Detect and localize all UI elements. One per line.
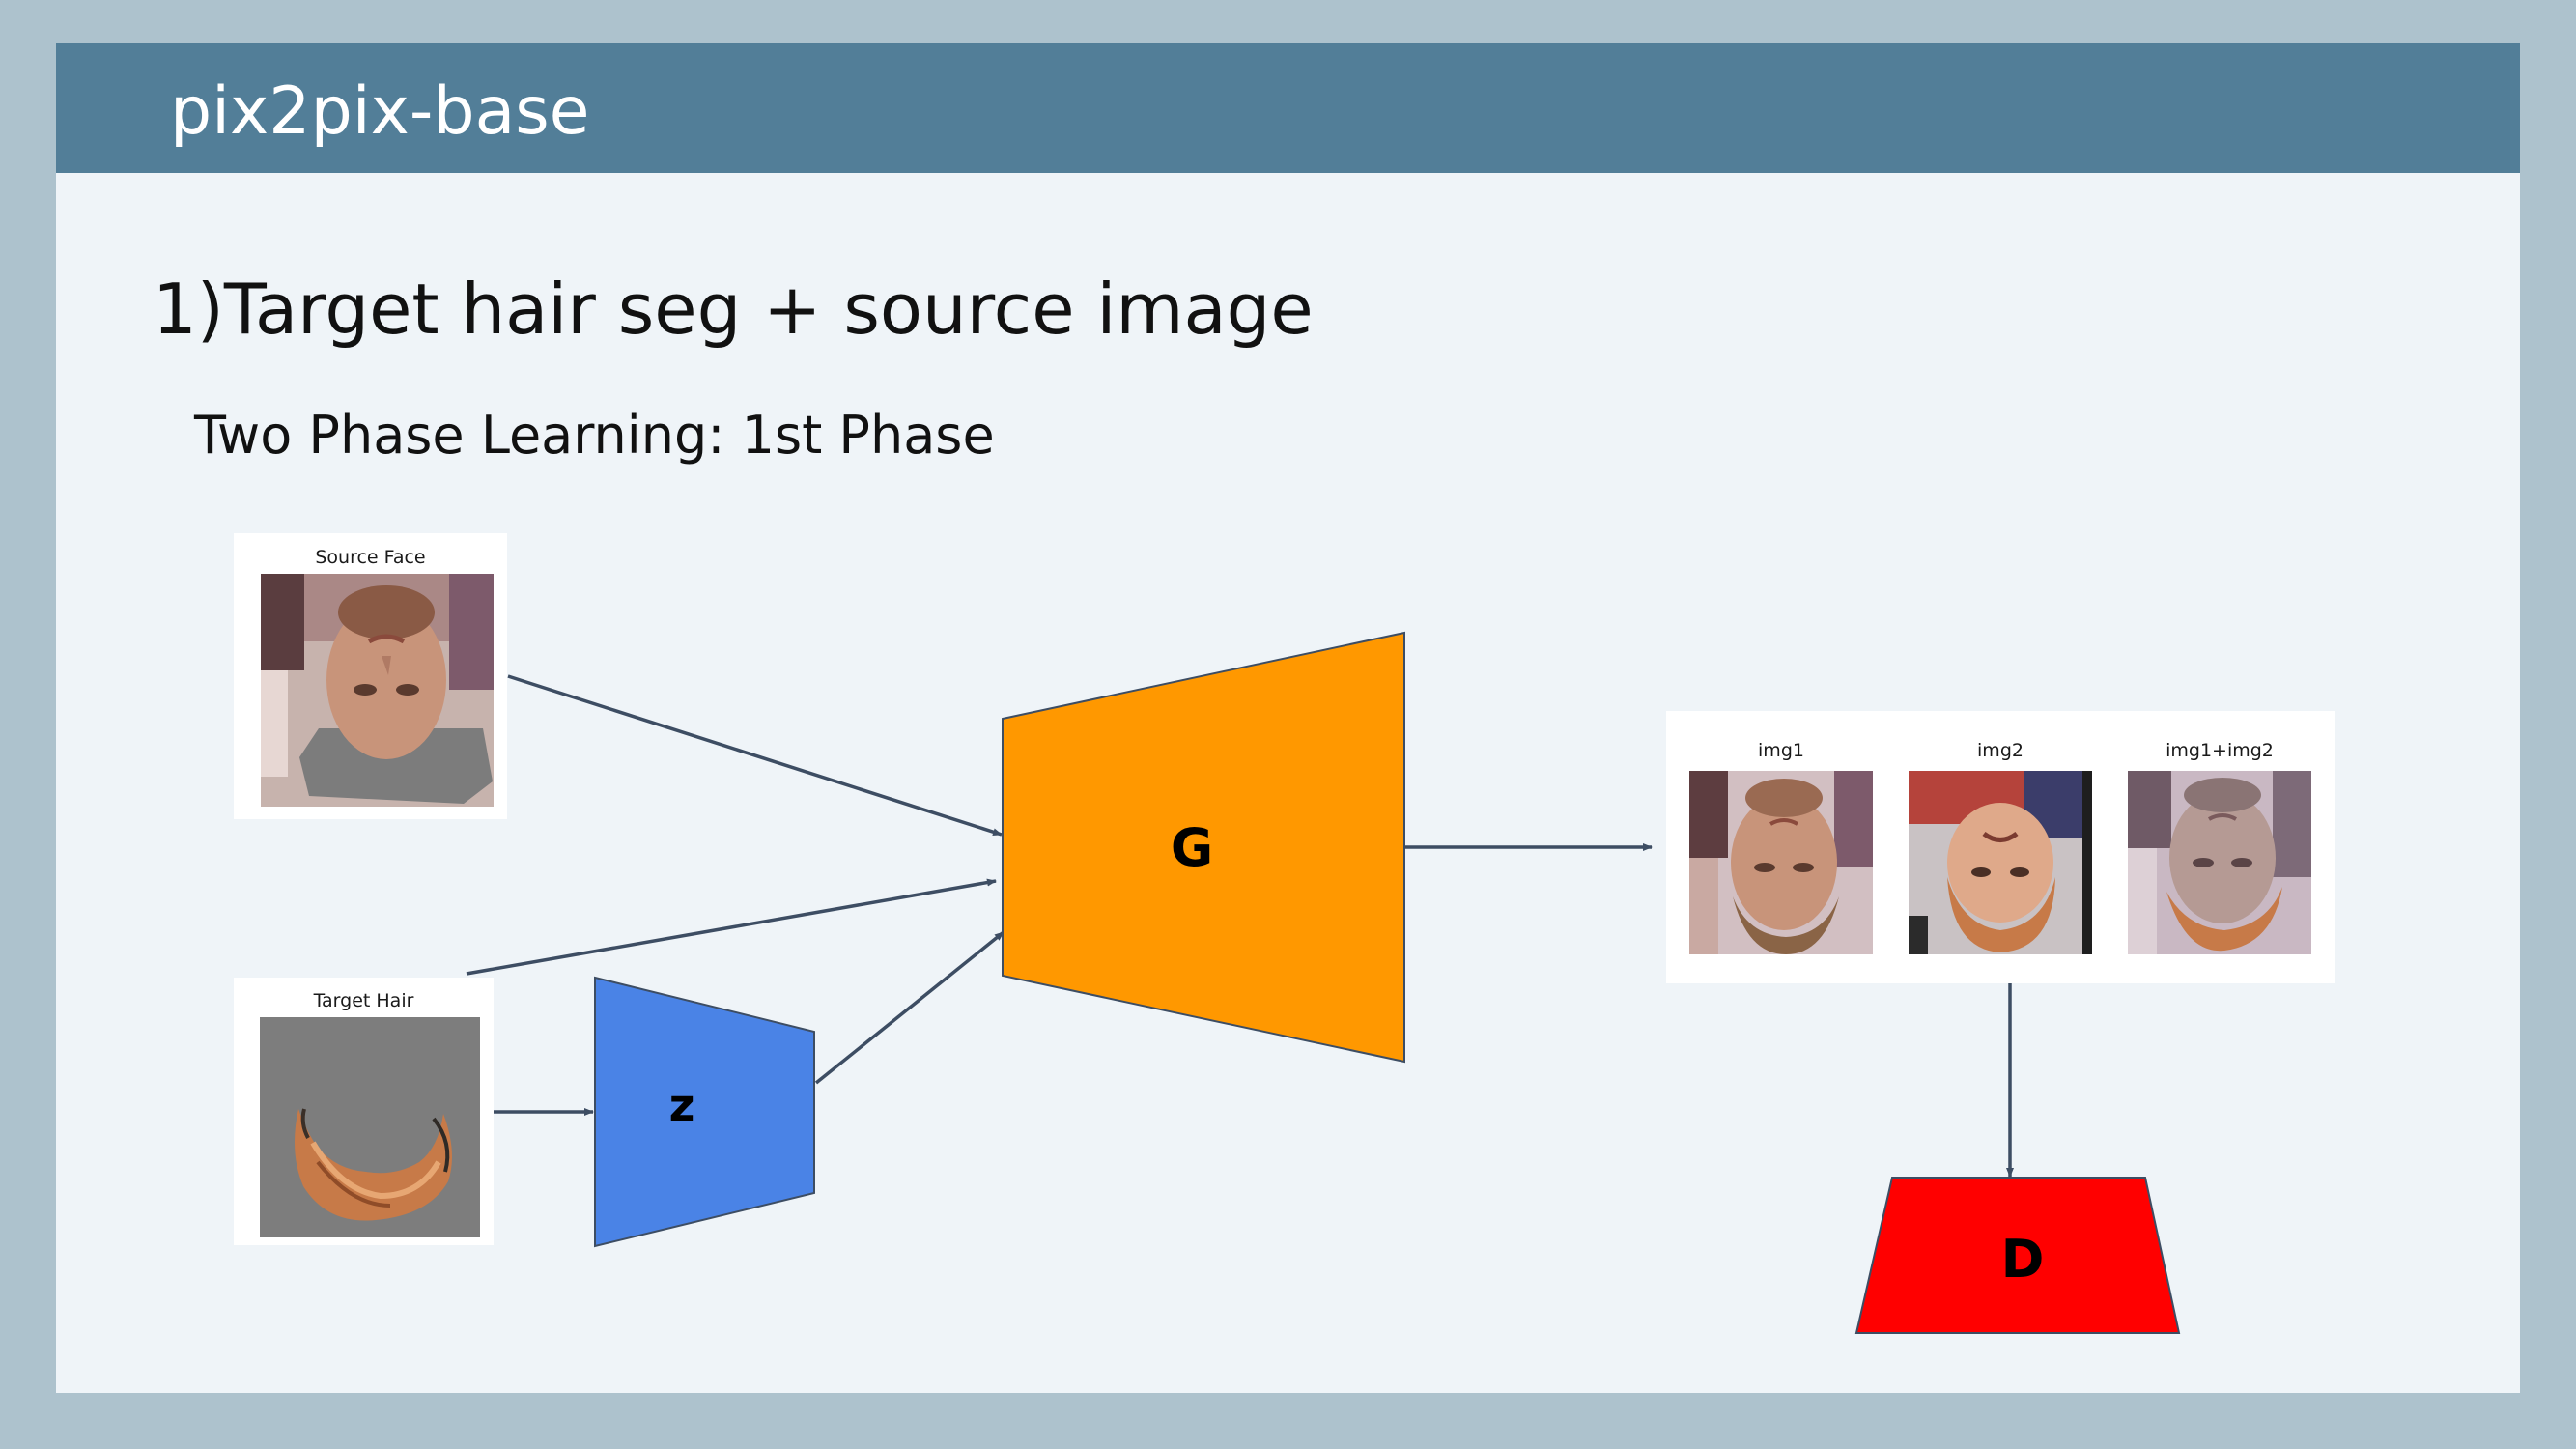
arrow-hair-to-g bbox=[466, 878, 997, 976]
output-img2-image bbox=[1909, 771, 2092, 954]
output-label: img2 bbox=[1977, 740, 2024, 761]
generator-label: G bbox=[1171, 817, 1213, 878]
target-hair-label: Target Hair bbox=[313, 990, 414, 1011]
z-label: z bbox=[669, 1079, 695, 1131]
arrow-z-to-g bbox=[814, 930, 1005, 1085]
output-combined-image bbox=[2128, 771, 2311, 954]
slide-title: pix2pix-base bbox=[170, 73, 590, 150]
output-img1-image bbox=[1689, 771, 1873, 954]
output-label: img1+img2 bbox=[2166, 740, 2274, 761]
section-subheading: Two Phase Learning: 1st Phase bbox=[194, 405, 995, 466]
source-face-card: Source Face bbox=[234, 533, 507, 819]
title-bar: pix2pix-base bbox=[56, 43, 2520, 173]
output-img1: img1 bbox=[1689, 711, 1873, 983]
output-img1-img2: img1+img2 bbox=[2128, 711, 2311, 983]
source-face-image bbox=[261, 574, 494, 807]
output-label: img1 bbox=[1758, 740, 1804, 761]
arrow-source-to-g bbox=[507, 674, 1003, 837]
output-img2: img2 bbox=[1909, 711, 2092, 983]
target-hair-image bbox=[260, 1017, 480, 1237]
discriminator-block bbox=[1854, 1177, 2181, 1334]
target-hair-card: Target Hair bbox=[234, 978, 494, 1245]
section-heading: 1)Target hair seg + source image bbox=[153, 269, 1314, 350]
z-encoder-block bbox=[594, 976, 815, 1248]
discriminator-label: D bbox=[2001, 1229, 2045, 1290]
generator-block bbox=[1002, 631, 1405, 1064]
source-face-label: Source Face bbox=[315, 547, 426, 568]
outputs-card: img1 img2 bbox=[1666, 711, 2335, 983]
